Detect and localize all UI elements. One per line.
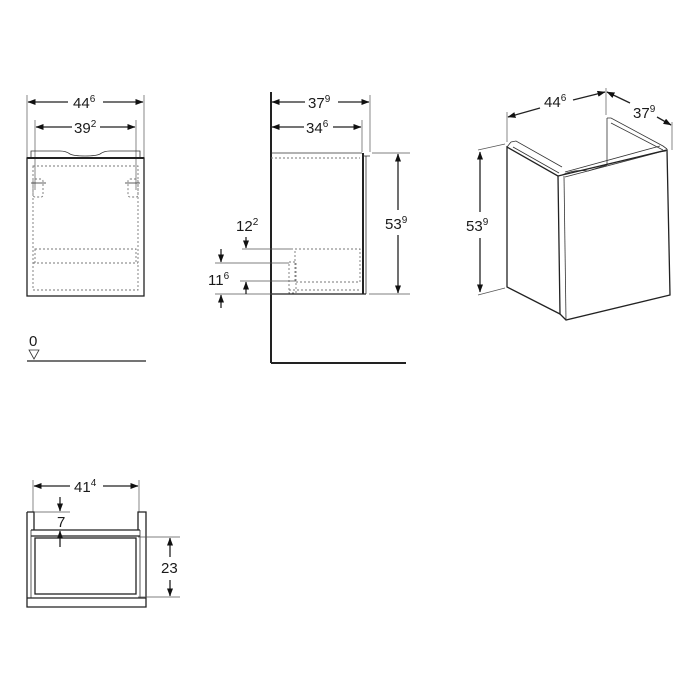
svg-text:0: 0	[29, 333, 37, 350]
iso-depth-dimension: 379	[606, 91, 673, 150]
svg-text:539: 539	[385, 215, 408, 233]
floor-reference: 0	[27, 333, 146, 362]
svg-text:379: 379	[308, 94, 331, 112]
svg-text:346: 346	[306, 119, 329, 137]
svg-text:379: 379	[633, 104, 656, 122]
section-view: 414 7 23	[26, 478, 180, 608]
iso-height-dimension: 539	[466, 143, 506, 296]
overall-depth-dimension: 379	[271, 94, 370, 112]
iso-width-dimension: 446	[506, 88, 607, 142]
inner-width-dimension: 392	[35, 119, 136, 137]
side-view: 379 346 539 122	[208, 92, 410, 364]
top-gap-dimension: 7	[34, 497, 70, 547]
body-depth-dimension: 346	[271, 119, 362, 137]
svg-text:446: 446	[73, 94, 96, 112]
svg-text:122: 122	[236, 217, 259, 235]
drawer-height-dimension: 23	[138, 536, 180, 598]
svg-text:446: 446	[544, 93, 567, 111]
svg-text:539: 539	[466, 217, 489, 235]
isometric-view: 446 379 539	[466, 88, 673, 321]
svg-text:392: 392	[74, 119, 97, 137]
section-width-dimension: 414	[33, 478, 139, 496]
drawer-lower-offset-dimension: 116	[208, 249, 296, 308]
svg-text:116: 116	[208, 271, 230, 289]
svg-text:414: 414	[74, 478, 97, 496]
outer-width-dimension: 446	[27, 94, 144, 112]
front-view: 446 392 0	[26, 94, 146, 362]
drawer-upper-offset-dimension: 122	[236, 217, 293, 250]
svg-text:23: 23	[161, 560, 178, 577]
svg-text:7: 7	[57, 514, 65, 531]
height-dimension: 539	[369, 152, 410, 295]
